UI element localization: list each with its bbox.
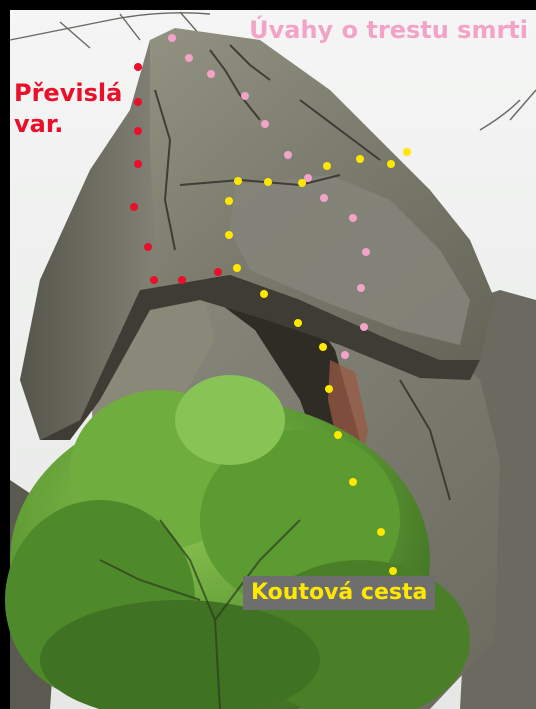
route-red-dots bbox=[130, 63, 222, 284]
route-pink-dots bbox=[168, 34, 370, 359]
route-label-red-line2: var. bbox=[14, 110, 64, 138]
route-label-red-line1: Převislá bbox=[14, 79, 123, 107]
route-label-yellow: Koutová cesta bbox=[243, 576, 436, 610]
route-label-pink: Úvahy o trestu smrti bbox=[249, 16, 528, 44]
cap-underside bbox=[40, 275, 480, 440]
foreground-tree bbox=[5, 375, 470, 709]
route-label-red: Převislá var. bbox=[14, 78, 122, 140]
route-yellow-dots bbox=[225, 148, 411, 575]
middle-slab bbox=[230, 175, 470, 345]
cap-left-face bbox=[20, 40, 155, 440]
